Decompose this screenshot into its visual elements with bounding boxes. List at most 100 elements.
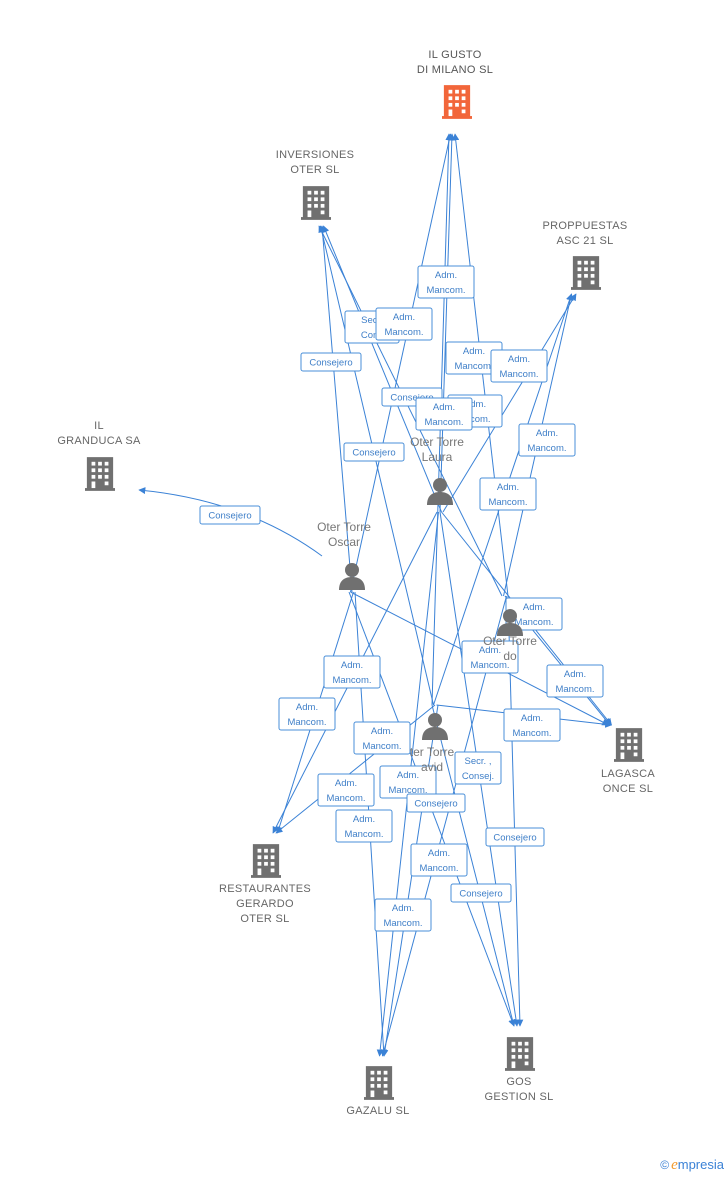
building-icon xyxy=(571,256,601,290)
role-text: Mancom. xyxy=(555,684,594,695)
role-label: Adm.Mancom. xyxy=(503,708,561,742)
role-text: ancom. xyxy=(459,414,490,425)
role-text: Mancom. xyxy=(362,741,401,752)
relationship-edge xyxy=(318,225,434,706)
role-label: Consejero xyxy=(406,793,466,813)
role-text: Adm. xyxy=(435,270,457,281)
role-label: Adm. Mancom. xyxy=(278,697,336,731)
person-icon xyxy=(427,478,453,505)
role-text: Adm. xyxy=(371,726,393,737)
company-node-gazalu[interactable]: GAZALU SL xyxy=(346,1066,409,1117)
role-box-frame xyxy=(415,397,473,431)
role-box-frame xyxy=(317,773,375,807)
role-text: Consejero xyxy=(352,448,395,459)
brand-rest: mpresia xyxy=(677,1157,724,1172)
role-box-frame xyxy=(410,843,468,877)
company-name: ASC 21 SL xyxy=(556,235,613,247)
role-label: Adm.Mancom. xyxy=(317,773,375,807)
role-text: Adm. xyxy=(341,660,363,671)
building-icon xyxy=(85,457,115,491)
company-name: DI MILANO SL xyxy=(417,64,493,76)
role-text: Mancom. xyxy=(499,369,538,380)
role-label: Adm.Mancom. xyxy=(410,843,468,877)
role-text: Secr. , xyxy=(465,756,492,767)
role-label: Adm.Mancom. xyxy=(479,477,537,511)
role-text: Mancom. xyxy=(383,918,422,929)
building-icon xyxy=(505,1037,535,1071)
company-name: ONCE SL xyxy=(603,783,653,795)
role-text: Adm. xyxy=(521,713,543,724)
role-text: Consejero xyxy=(414,799,457,810)
role-text: Mancom. xyxy=(454,361,493,372)
role-text: Mancom. xyxy=(488,497,527,508)
person-name: do xyxy=(503,649,517,663)
person-icon xyxy=(339,563,365,590)
role-text: Consejero xyxy=(309,358,352,369)
role-text: Secr. xyxy=(361,315,383,326)
role-label: Adm.Mancom. xyxy=(415,397,473,431)
role-label: Secr. , Consej. xyxy=(454,751,502,785)
role-text: Mancom. xyxy=(514,617,553,628)
role-box-frame xyxy=(343,442,405,462)
relationship-edge xyxy=(319,225,353,593)
role-box-frame xyxy=(461,640,519,674)
role-box-frame xyxy=(406,793,466,813)
role-text: Adm. xyxy=(353,814,375,825)
role-text: Mancom. xyxy=(287,717,326,728)
company-name: GOS xyxy=(506,1076,531,1088)
person-name: ter Torre xyxy=(410,745,455,759)
role-text: Mancom. xyxy=(326,793,365,804)
role-label: Adm.Mancom. xyxy=(374,898,432,932)
role-text: Mancom. xyxy=(344,829,383,840)
role-box-frame xyxy=(335,809,393,843)
role-text: Consejero xyxy=(459,889,502,900)
role-text: Adm. xyxy=(523,602,545,613)
role-text: Adm. xyxy=(536,428,558,439)
company-name: IL GUSTO xyxy=(428,49,481,61)
role-box-frame xyxy=(450,883,512,903)
role-box-frame xyxy=(353,721,411,755)
company-node-gos[interactable]: GOS GESTION SL xyxy=(484,1037,553,1103)
role-text: Mancom. xyxy=(426,285,465,296)
role-box-frame xyxy=(374,898,432,932)
relationship-edge xyxy=(381,704,439,1057)
role-text: Adm. xyxy=(564,669,586,680)
building-icon xyxy=(251,844,281,878)
building-icon xyxy=(301,186,331,220)
role-label: Adm.Mancom. xyxy=(379,765,437,799)
person-name: Oter Torre xyxy=(317,520,371,534)
role-label: Adm.Mancom. xyxy=(375,307,433,341)
relationship-edge xyxy=(322,225,442,513)
role-box-frame xyxy=(479,477,537,511)
role-text: Mancom. xyxy=(332,675,371,686)
company-name: IL xyxy=(94,420,104,432)
role-box-frame xyxy=(300,352,362,372)
company-name: INVERSIONES xyxy=(276,149,355,161)
company-node-gusto[interactable]: IL GUSTO DI MILANO SL xyxy=(417,49,493,119)
role-label: Consejero xyxy=(343,442,405,462)
company-node-granduca[interactable]: IL GRANDUCA SA xyxy=(57,420,141,491)
role-text: Adm. xyxy=(433,402,455,413)
role-text: Consejero xyxy=(493,833,536,844)
role-text: Consej. xyxy=(462,771,494,782)
empresia-watermark: ©empresia xyxy=(660,1157,724,1174)
relationship-edge xyxy=(442,293,577,513)
company-name: GRANDUCA SA xyxy=(57,435,141,447)
person-name: Oscar xyxy=(328,535,360,549)
relationship-edge xyxy=(431,704,516,1027)
relationship-edge xyxy=(350,133,453,593)
role-text: Adm. xyxy=(428,848,450,859)
role-text: Cons xyxy=(361,330,383,341)
role-text: Adm. xyxy=(296,702,318,713)
company-name: GESTION SL xyxy=(484,1091,553,1103)
role-box-frame xyxy=(278,697,336,731)
company-name: GERARDO xyxy=(236,898,294,910)
